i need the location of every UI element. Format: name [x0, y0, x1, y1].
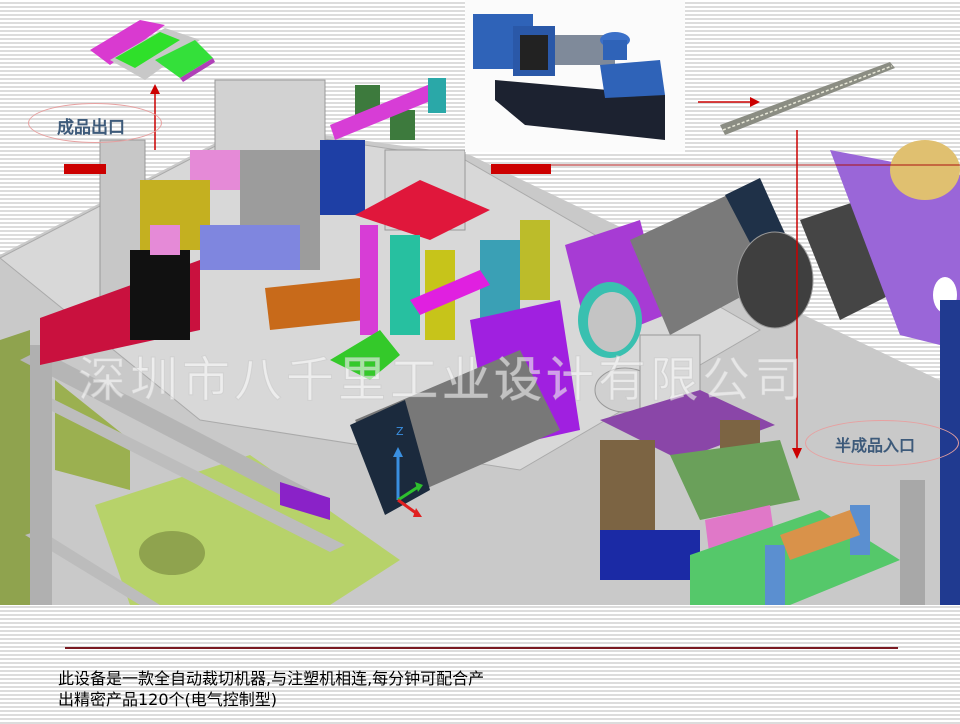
axis-gizmo: Z [388, 425, 428, 520]
output-callout-label: 成品出口 [57, 118, 125, 138]
input-callout-bubble [805, 420, 959, 466]
injection-molding-machine-photo [465, 0, 685, 152]
finished-product-image [85, 20, 215, 85]
company-watermark: 深圳市八千里工业设计有限公司 [77, 352, 807, 409]
input-callout-label: 半成品入口 [835, 436, 916, 455]
slide-caption: 此设备是一款全自动裁切机器,与注塑机相连,每分钟可配合产 出精密产品120个(电… [58, 668, 484, 710]
axis-z-label: Z [396, 425, 404, 438]
caption-line-1: 此设备是一款全自动裁切机器,与注塑机相连,每分钟可配合产 [58, 669, 485, 688]
machine-cad-render [0, 70, 960, 605]
caption-line-2: 出精密产品120个(电气控制型) [58, 690, 278, 709]
semi-finished-strip-image [720, 60, 900, 140]
caption-divider [65, 647, 898, 649]
output-callout-bubble [28, 103, 162, 143]
